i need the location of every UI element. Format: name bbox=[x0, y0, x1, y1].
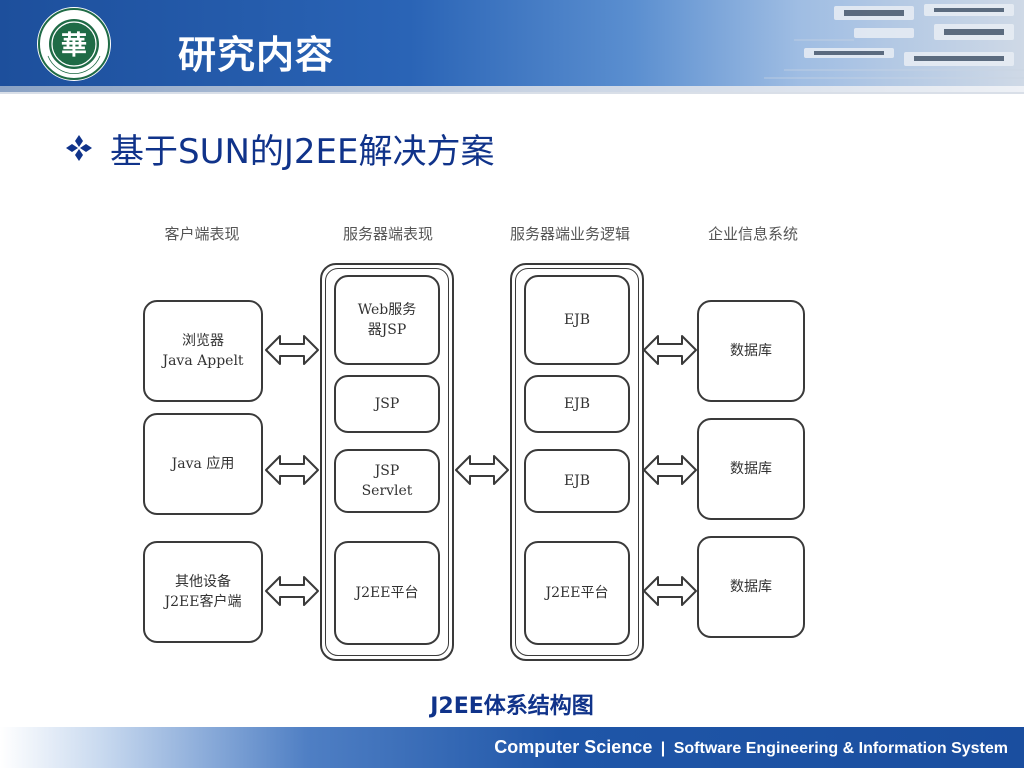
client-box-browser: 浏览器 Java Appelt bbox=[143, 300, 263, 402]
bullet-item: 基于SUN的J2EE解决方案 bbox=[64, 126, 495, 172]
column-title-client: 客户端表现 bbox=[164, 225, 240, 243]
diagram-caption: J2EE体系结构图 bbox=[430, 694, 594, 719]
client-box-other-devices: 其他设备 J2EE客户端 bbox=[143, 541, 263, 643]
web-tier-box-platform: J2EE平台 bbox=[334, 541, 440, 645]
header-divider bbox=[0, 86, 1024, 92]
double-arrow-icon bbox=[265, 576, 319, 606]
double-arrow-icon bbox=[643, 335, 697, 365]
diamond-bullet-icon bbox=[66, 135, 92, 161]
eis-box-database-1: 数据库 bbox=[697, 300, 805, 402]
double-arrow-icon bbox=[643, 576, 697, 606]
business-tier-box-ejb-2: EJB bbox=[524, 375, 630, 433]
column-title-eis: 企业信息系统 bbox=[707, 225, 798, 243]
eis-box-database-2: 数据库 bbox=[697, 418, 805, 520]
header-banner bbox=[0, 0, 1024, 86]
footer-main-text: Computer Science bbox=[494, 737, 653, 757]
double-arrow-icon bbox=[265, 455, 319, 485]
business-tier-box-ejb-3: EJB bbox=[524, 449, 630, 513]
double-arrow-icon bbox=[643, 455, 697, 485]
bullet-text: 基于SUN的J2EE解决方案 bbox=[110, 131, 495, 172]
j2ee-architecture-diagram: 客户端表现 服务器端表现 服务器端业务逻辑 企业信息系统 浏览器 Java Ap… bbox=[140, 215, 820, 675]
eis-box-database-3: 数据库 bbox=[697, 536, 805, 638]
footer-separator: | bbox=[660, 740, 666, 757]
header-divider-thin bbox=[0, 92, 1024, 94]
web-tier-box-servlet: JSP Servlet bbox=[334, 449, 440, 513]
web-tier-box-web-server-jsp: Web服务 器JSP bbox=[334, 275, 440, 365]
circuit-board-image bbox=[764, 4, 1024, 79]
column-title-business-tier: 服务器端业务逻辑 bbox=[509, 225, 630, 243]
footer-bar bbox=[0, 727, 1024, 768]
business-tier-box-platform: J2EE平台 bbox=[524, 541, 630, 645]
footer-sub-text: Software Engineering & Information Syste… bbox=[673, 740, 1008, 757]
footer-text: Computer Science | Software Engineering … bbox=[494, 737, 1008, 758]
page-title: 研究内容 bbox=[178, 33, 335, 77]
svg-text:華: 華 bbox=[61, 31, 87, 61]
web-tier-box-jsp: JSP bbox=[334, 375, 440, 433]
double-arrow-icon bbox=[265, 335, 319, 365]
column-title-web-tier: 服务器端表现 bbox=[342, 225, 433, 243]
client-box-java-app: Java 应用 bbox=[143, 413, 263, 515]
business-tier-box-ejb-1: EJB bbox=[524, 275, 630, 365]
double-arrow-icon bbox=[455, 455, 509, 485]
university-logo: 華 bbox=[37, 7, 111, 81]
